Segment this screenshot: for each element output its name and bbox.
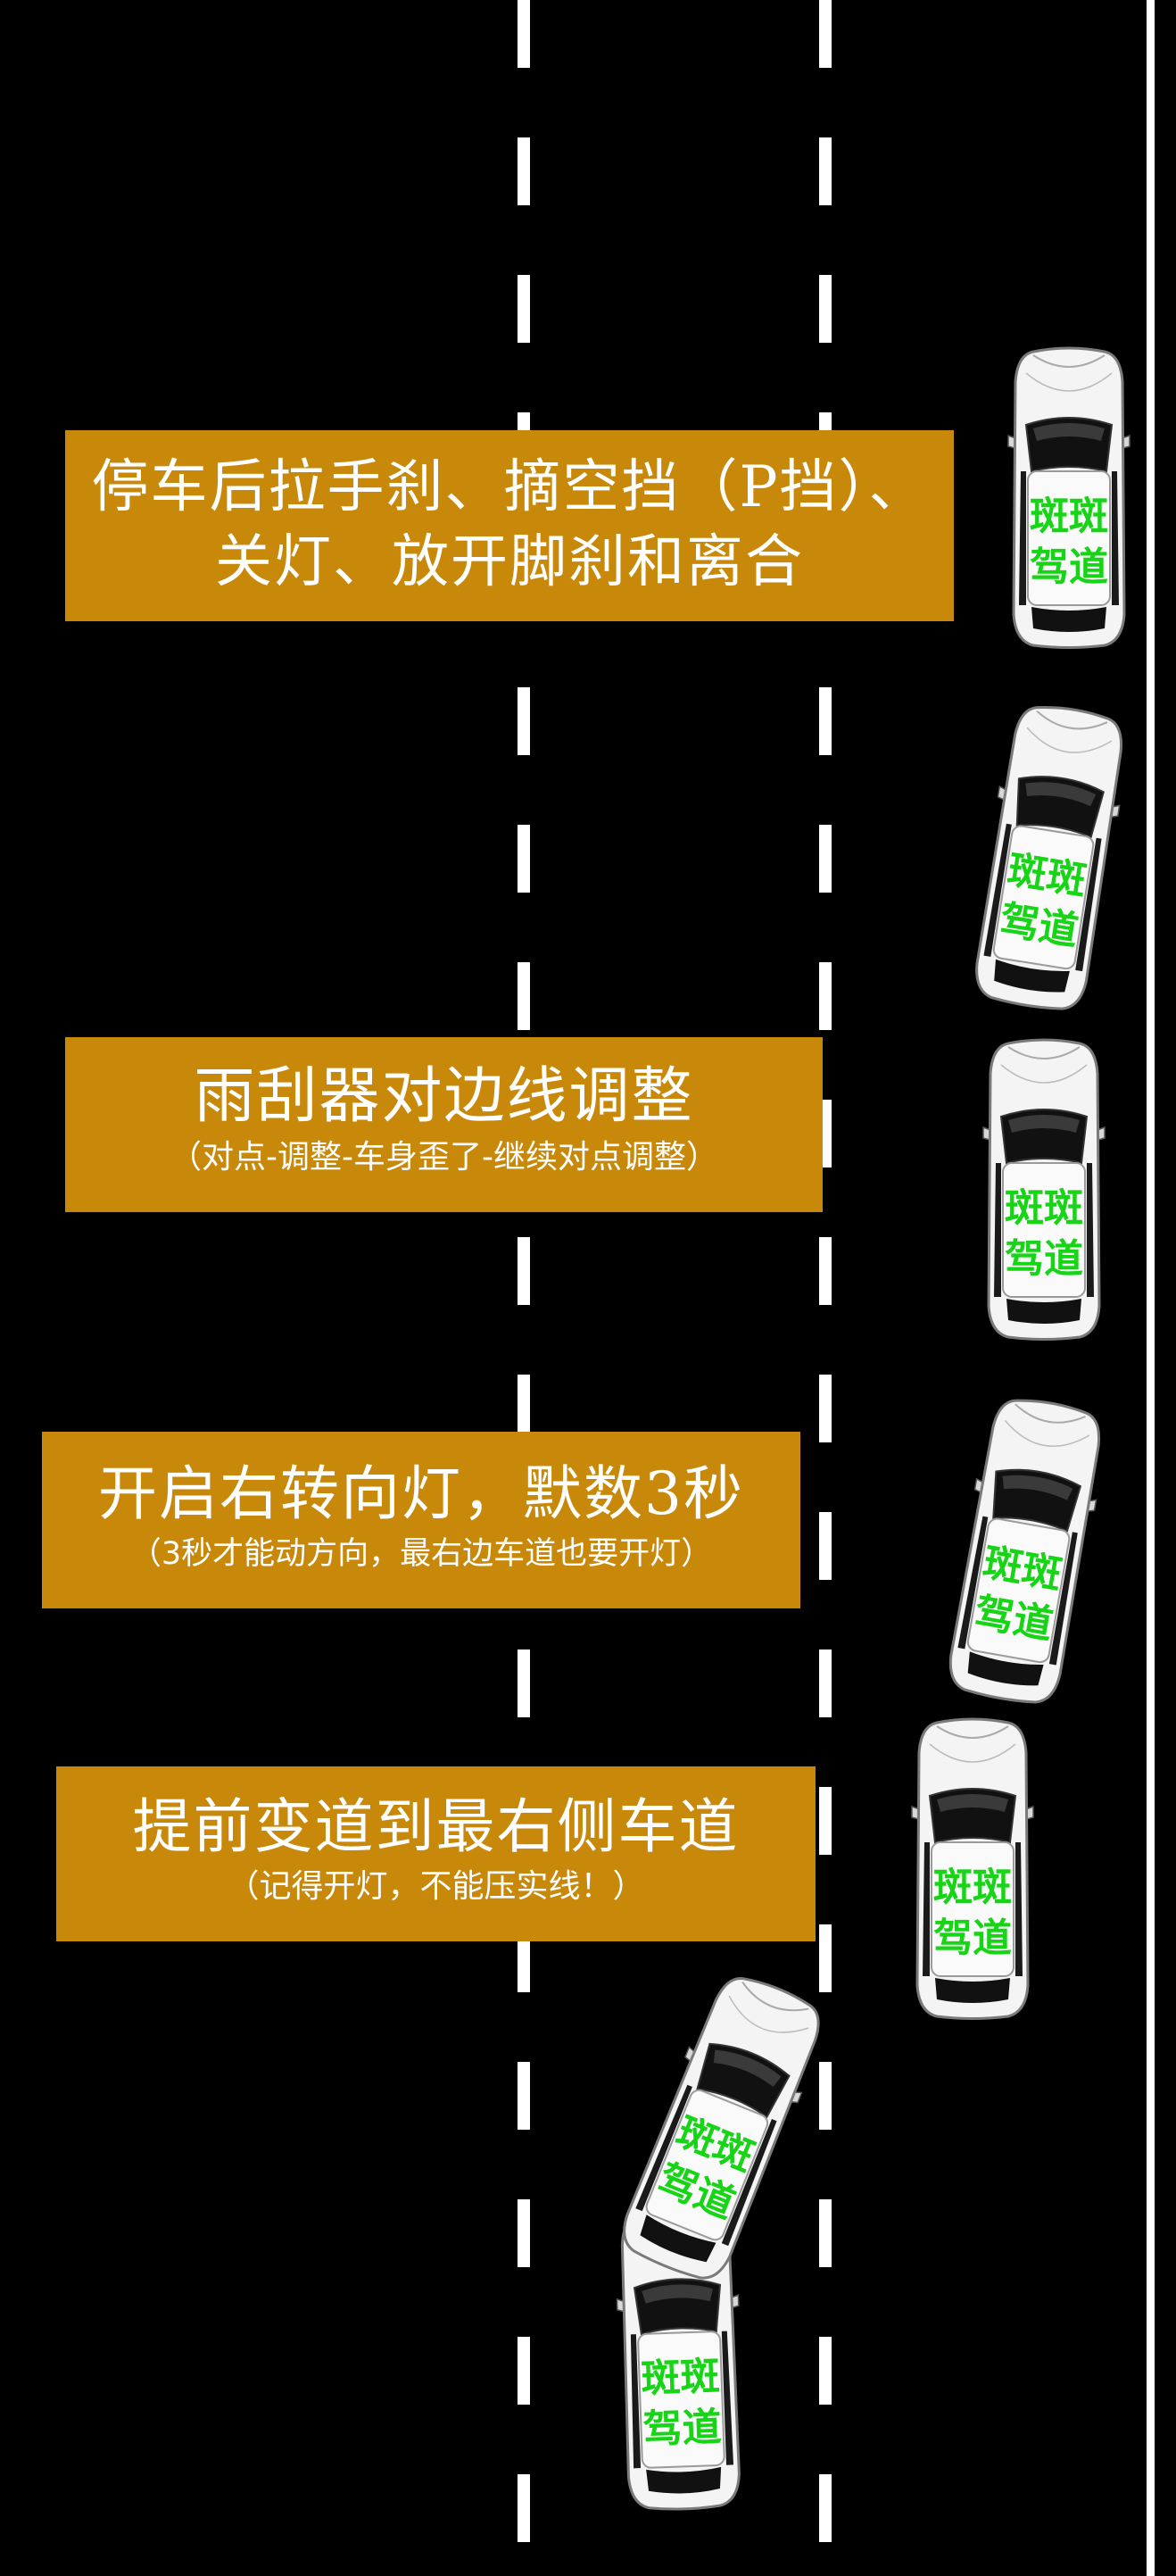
banner-subtitle: （记得开灯，不能压实线！）: [227, 1868, 645, 1905]
instruction-banner-turn-signal: 开启右转向灯，默数3秒 （3秒才能动方向，最右边车道也要开灯）: [42, 1432, 800, 1608]
banner-title: 提前变道到最右侧车道: [132, 1792, 740, 1861]
car-4: [938, 1391, 1114, 1710]
banner-title: 停车后拉手刹、摘空挡（P挡）、关灯、放开脚刹和离合: [91, 454, 928, 595]
instruction-banner-change-lane: 提前变道到最右侧车道 （记得开灯，不能压实线！）: [56, 1766, 816, 1941]
banner-title: 开启右转向灯，默数3秒: [98, 1459, 744, 1528]
car-3: [910, 1717, 1035, 2020]
banner-title: 雨刮器对边线调整: [194, 1061, 694, 1132]
road-edge-line: [1147, 0, 1155, 2576]
banner-subtitle: （对点-调整-车身歪了-继续对点调整）: [170, 1139, 718, 1176]
car-7: [1006, 346, 1131, 649]
instruction-banner-wiper-align: 雨刮器对边线调整 （对点-调整-车身歪了-继续对点调整）: [65, 1037, 823, 1212]
instruction-banner-parking: 停车后拉手刹、摘空挡（P挡）、关灯、放开脚刹和离合: [65, 430, 954, 621]
banner-subtitle: （3秒才能动方向，最右边车道也要开灯）: [129, 1536, 713, 1572]
car-6: [965, 698, 1135, 1017]
car-5: [981, 1038, 1106, 1341]
car-2: [608, 1965, 836, 2291]
